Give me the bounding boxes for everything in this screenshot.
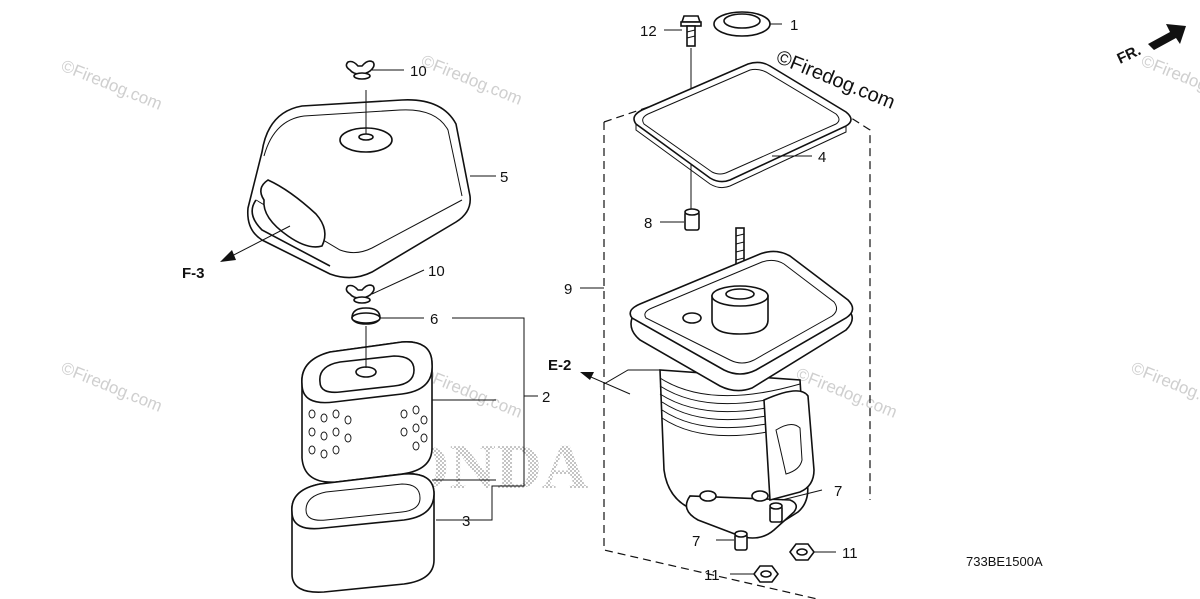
wing-nut-top: [345, 60, 375, 80]
callout-7-right: 7: [834, 483, 842, 500]
callout-6: 6: [430, 311, 438, 328]
f3-arrow: [220, 225, 291, 262]
seal-ring: [713, 11, 771, 37]
callout-8: 8: [644, 215, 652, 232]
foam-filter: [291, 473, 435, 593]
collar: [684, 208, 700, 231]
callout-2: 2: [542, 389, 550, 406]
watermark-text: ©Firedog.com: [419, 364, 525, 422]
callout-5: 5: [500, 169, 508, 186]
collar-lower-right: [769, 502, 783, 523]
reference-front: FR.: [1115, 42, 1144, 68]
flange-nut-lower: [753, 565, 779, 583]
watermark-text: ©Firedog.com: [1139, 51, 1200, 109]
diagram-code: 733BE1500A: [966, 554, 1043, 569]
callout-4: 4: [818, 149, 826, 166]
watermark-text: ©Firedog.com: [419, 51, 525, 109]
callout-9: 9: [564, 281, 572, 298]
wing-nut-lower: [345, 284, 375, 304]
e2-arrow: [580, 372, 631, 395]
grommet: [351, 307, 381, 325]
watermark-text: ©Firedog.com: [59, 56, 165, 114]
watermark-text: ©Firedog.com: [59, 358, 165, 416]
watermark-text: ©Firedog.com: [1129, 358, 1200, 416]
leader-lines: [371, 23, 836, 575]
callout-3: 3: [462, 513, 470, 530]
callout-11-lower: 11: [704, 567, 720, 584]
callout-1: 1: [790, 17, 798, 34]
reference-f3: F-3: [182, 265, 205, 282]
callout-7-left: 7: [692, 533, 700, 550]
air-cleaner-cover: [246, 90, 472, 279]
callout-10-lower: 10: [428, 263, 445, 280]
front-arrow-icon: [1148, 24, 1186, 50]
paper-filter-element: [301, 326, 433, 483]
reference-e2: E-2: [548, 357, 571, 374]
collar-lower-left: [734, 530, 748, 551]
callout-11-right: 11: [842, 545, 858, 562]
flange-nut-right: [789, 543, 815, 561]
callout-12: 12: [640, 23, 657, 40]
assembly-frame-left: [603, 122, 821, 599]
air-cleaner-case: [629, 250, 854, 539]
callout-10-top: 10: [410, 63, 427, 80]
gasket: [633, 61, 852, 189]
